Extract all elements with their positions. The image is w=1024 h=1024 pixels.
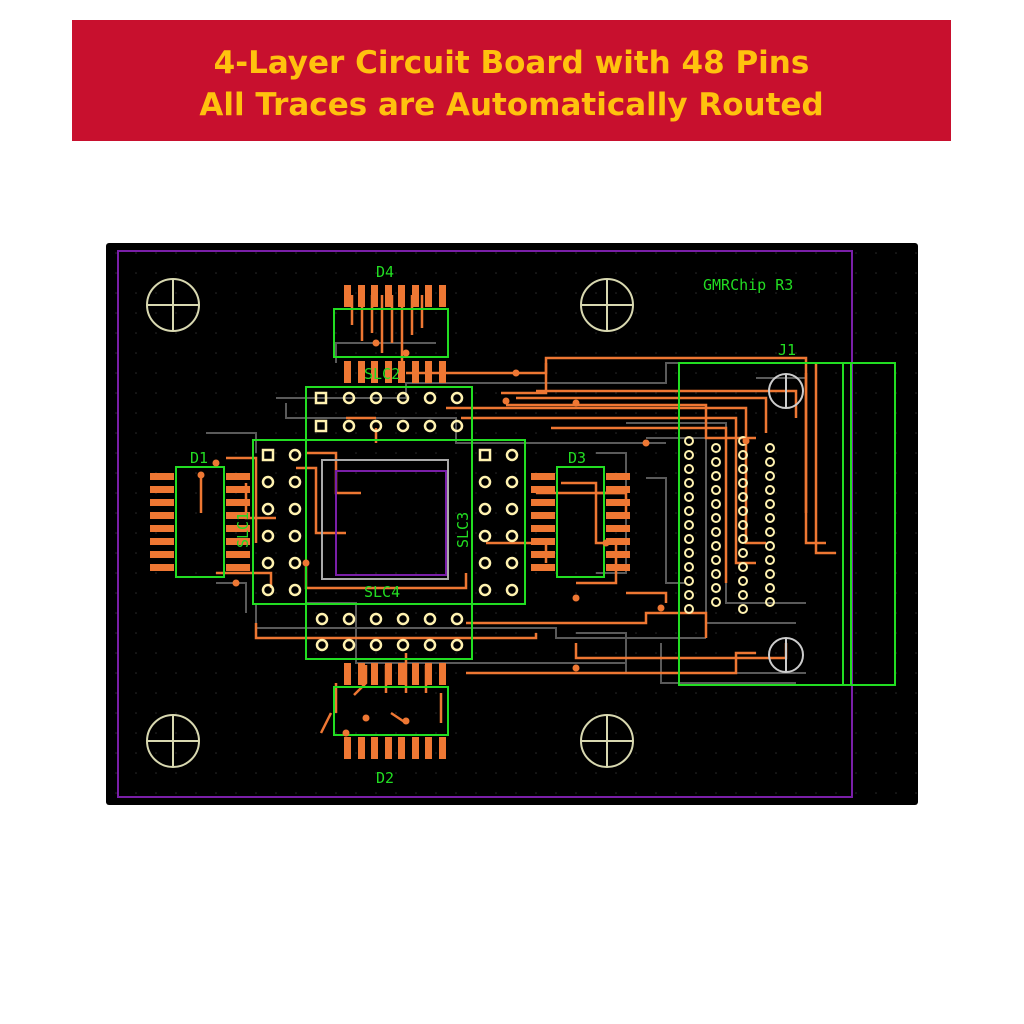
label-d4: D4	[376, 263, 394, 281]
ic-d2	[333, 663, 449, 759]
label-slc4: SLC4	[364, 583, 400, 601]
chip-outline-outer	[321, 459, 449, 580]
mounting-holes	[146, 278, 634, 768]
label-slc1: SLC1	[234, 512, 252, 548]
slc3-pins	[478, 448, 519, 597]
connector-j1	[678, 362, 896, 686]
pcb-board: D4 D2 D1	[106, 243, 918, 805]
title-banner: 4-Layer Circuit Board with 48 Pins All T…	[72, 20, 951, 141]
label-d1: D1	[190, 449, 208, 467]
ic-d3	[531, 466, 630, 578]
chip-die	[335, 470, 447, 576]
vias	[197, 339, 750, 737]
banner-line-1: 4-Layer Circuit Board with 48 Pins	[213, 45, 810, 81]
board-title: GMRChip R3	[703, 276, 793, 294]
socket-outline	[252, 439, 526, 605]
banner-line-2: All Traces are Automatically Routed	[199, 87, 824, 123]
ic-d4	[333, 285, 449, 383]
label-d3: D3	[568, 449, 586, 467]
label-slc2: SLC2	[364, 365, 400, 383]
label-d2: D2	[376, 769, 394, 787]
slc4-pins	[315, 612, 464, 652]
label-slc3: SLC3	[454, 512, 472, 548]
label-j1: J1	[778, 341, 796, 359]
slc2-pins	[314, 391, 464, 433]
slc1-pins	[261, 448, 302, 597]
ic-d1	[150, 466, 250, 578]
